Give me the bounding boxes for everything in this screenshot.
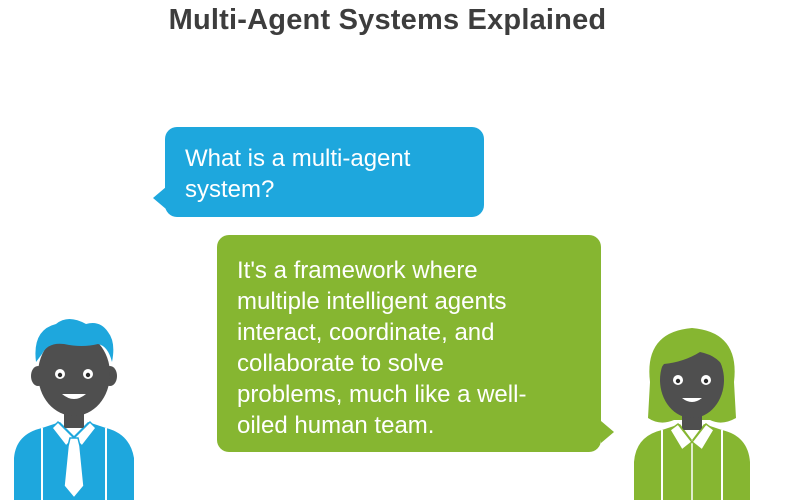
page-title: Multi-Agent Systems Explained: [168, 4, 607, 36]
female-person-icon: [634, 328, 750, 500]
answer-line: oiled human team.: [237, 412, 435, 439]
question-line: What is a multi-agent: [185, 145, 411, 172]
answer-line: problems, much like a well-: [237, 381, 527, 408]
answer-line: It's a framework where: [237, 257, 478, 284]
male-person-icon: [14, 319, 134, 500]
answer-bubble-tail: [601, 421, 614, 443]
answer-bubble: It's a framework where multiple intellig…: [217, 235, 614, 452]
answer-line: interact, coordinate, and: [237, 319, 495, 346]
question-line: system?: [185, 176, 275, 203]
question-bubble-tail: [153, 187, 166, 209]
answer-line: multiple intelligent agents: [237, 288, 507, 315]
question-bubble: What is a multi-agent system?: [153, 127, 484, 217]
answer-line: collaborate to solve: [237, 350, 444, 377]
